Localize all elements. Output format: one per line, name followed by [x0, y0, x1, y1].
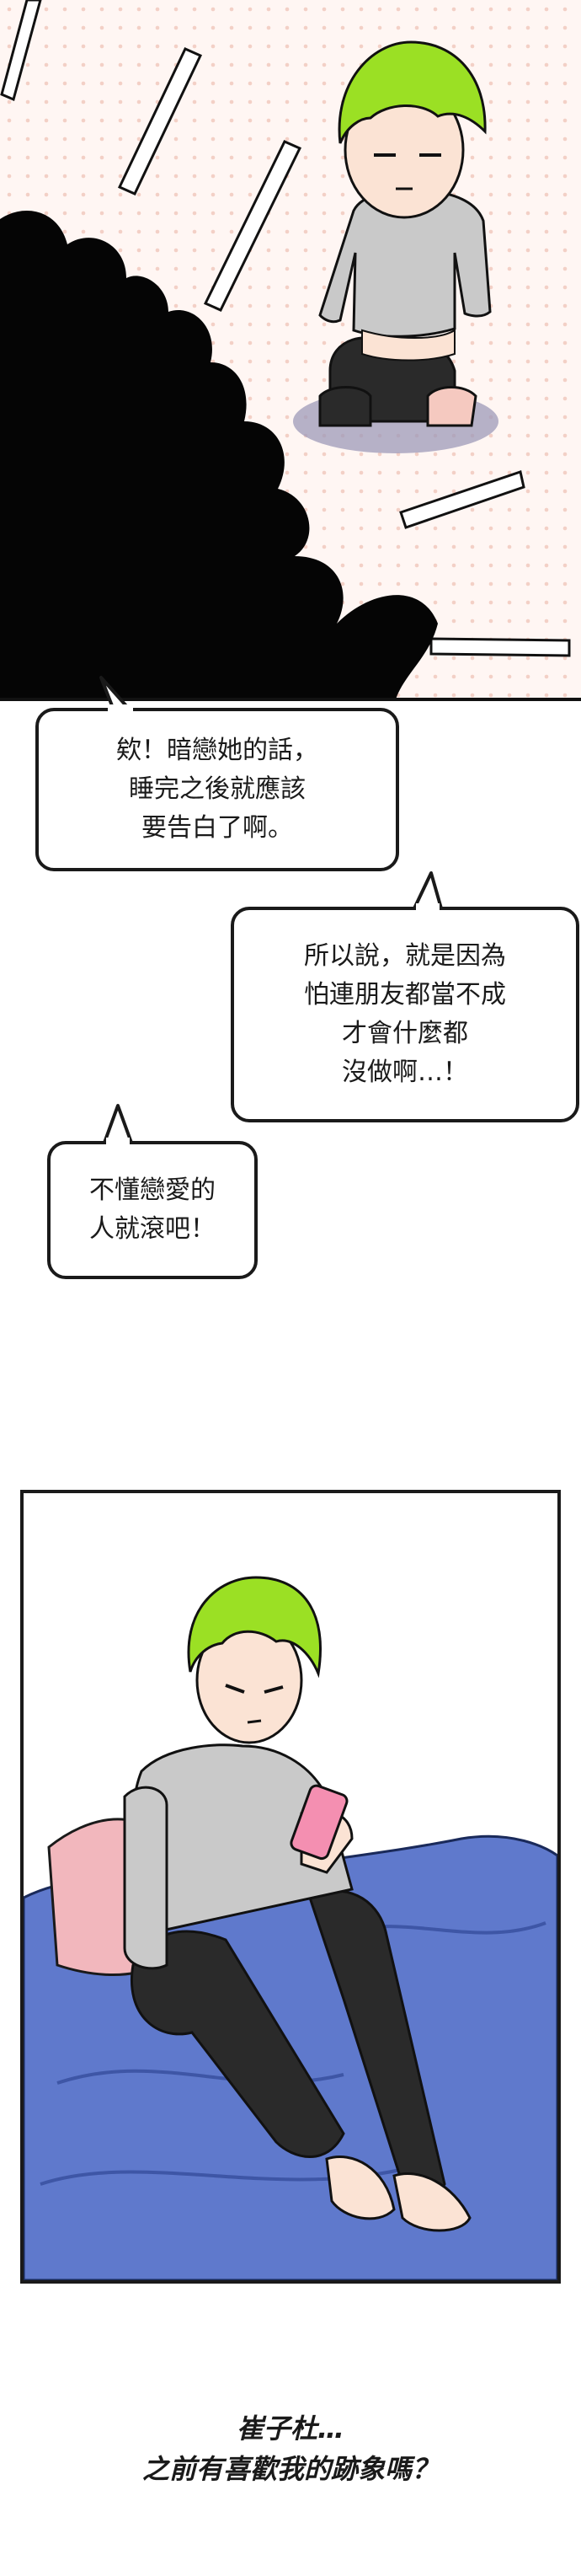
comic-panel-top	[0, 0, 581, 699]
speed-lines	[0, 0, 571, 657]
panel-top-art	[0, 0, 571, 699]
speech-line: 要告白了啊。	[141, 813, 293, 843]
caption-line: 之前有喜歡我的跡象嗎？	[141, 2453, 439, 2485]
speech-line: 怕連朋友都當不成	[304, 980, 506, 1010]
panel-bed-art	[24, 1493, 557, 2280]
dark-silhouette	[0, 211, 438, 699]
sitting-character	[318, 40, 492, 427]
speech-line: 不懂戀愛的	[89, 1176, 216, 1205]
speech-line: 所以說，就是因為	[304, 941, 506, 971]
speech-line: 才會什麼都	[342, 1019, 468, 1048]
speech-bubble-3: 不懂戀愛的 人就滾吧！	[47, 1141, 258, 1279]
speech-bubble-1: 欸！暗戀她的話， 睡完之後就應該 要告白了啊。	[35, 708, 399, 871]
speech-bubble-3-text: 不懂戀愛的 人就滾吧！	[89, 1171, 216, 1249]
caption: 崔子杜… 之前有喜歡我的跡象嗎？	[0, 2408, 581, 2489]
speech-line: 沒做啊…！	[342, 1058, 468, 1087]
comic-panel-bed	[20, 1490, 561, 2284]
speech-line: 欸！暗戀她的話，	[116, 736, 318, 765]
caption-line: 崔子杜…	[236, 2413, 344, 2445]
speech-bubble-1-text: 欸！暗戀她的話， 睡完之後就應該 要告白了啊。	[116, 731, 318, 848]
speech-bubble-2-text: 所以說，就是因為 怕連朋友都當不成 才會什麼都 沒做啊…！	[304, 937, 506, 1092]
bed-character	[123, 1576, 472, 2232]
bubble-3-tail	[103, 1104, 133, 1144]
speech-line: 人就滾吧！	[89, 1214, 216, 1244]
phone	[290, 1784, 349, 1861]
speech-line: 睡完之後就應該	[129, 774, 306, 804]
speech-bubble-2: 所以說，就是因為 怕連朋友都當不成 才會什麼都 沒做啊…！	[231, 907, 579, 1122]
panel-divider	[0, 698, 581, 701]
bubble-2-tail	[413, 871, 443, 910]
